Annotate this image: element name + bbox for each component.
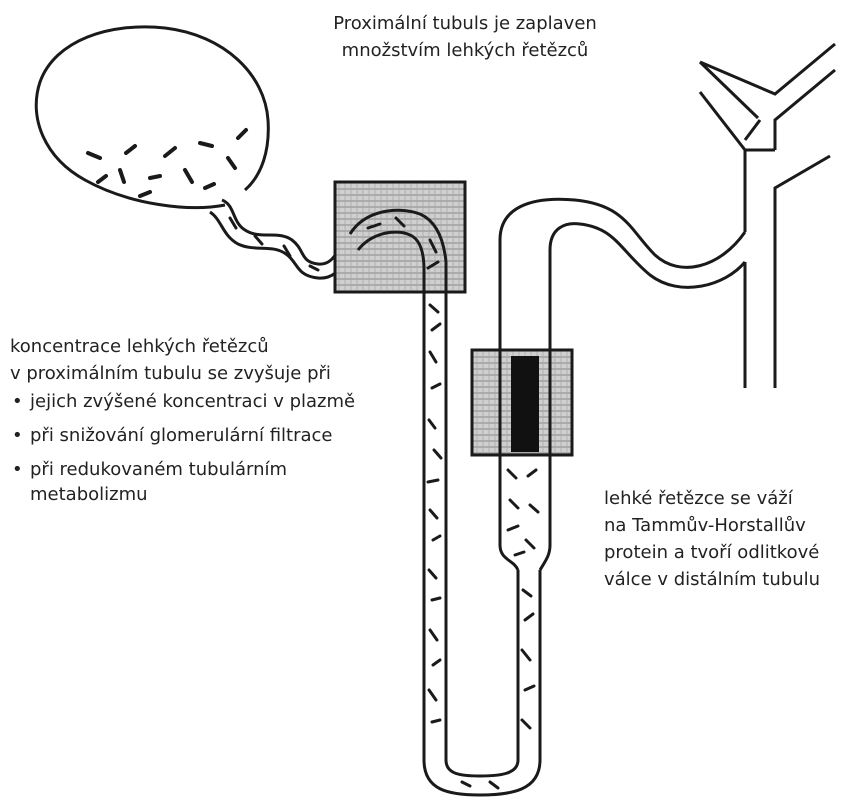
label-top-line2: množstvím lehkých řetězců bbox=[341, 40, 589, 61]
proximal-tubule-highlight-box bbox=[333, 180, 467, 294]
label-proximal-tubule-flooded: Proximální tubuls je zaplaven množstvím … bbox=[300, 10, 630, 64]
bullet-list: jejich zvýšené koncentraci v plazmě při … bbox=[10, 389, 410, 507]
label-light-chain-concentration: koncentrace lehkých řetězců v proximální… bbox=[10, 333, 410, 516]
bullet-item: jejich zvýšené koncentraci v plazmě bbox=[10, 389, 410, 414]
cast bbox=[511, 356, 539, 452]
label-right-line1: lehké řetězce se váží bbox=[604, 488, 793, 509]
descending-limb bbox=[422, 292, 448, 760]
label-left-line2: v proximálním tubulu se zvyšuje při bbox=[10, 363, 331, 384]
ascending-limb-chains bbox=[506, 468, 540, 730]
label-right-line2: na Tammův-Horstallův bbox=[604, 515, 806, 536]
ascending-limb bbox=[498, 455, 552, 760]
label-right-line4: válce v distálním tubulu bbox=[604, 569, 821, 590]
proximal-tubule-chains bbox=[228, 216, 320, 272]
proximal-tubule-start bbox=[209, 198, 360, 280]
bullet-item: při snižování glomerulární filtrace bbox=[10, 423, 410, 448]
loop-of-henle-bottom bbox=[422, 759, 542, 797]
glomerulus-capsule bbox=[34, 25, 270, 210]
descending-limb-chains bbox=[426, 303, 443, 724]
glomerulus-light-chains bbox=[86, 128, 248, 198]
label-left-line1: koncentrace lehkých řetězců bbox=[10, 336, 269, 357]
distal-tubule bbox=[498, 197, 747, 350]
label-top-line1: Proximální tubuls je zaplaven bbox=[333, 13, 597, 34]
label-cast-formation: lehké řetězce se váží na Tammův-Horstall… bbox=[604, 485, 866, 593]
proximal-tubule-loop bbox=[348, 208, 448, 292]
collecting-duct bbox=[698, 42, 836, 388]
loop-chains bbox=[366, 216, 440, 270]
label-right-line3: protein a tvoří odlitkové bbox=[604, 542, 820, 563]
bullet-item: při redukovaném tubulárním metabolizmu bbox=[10, 457, 370, 507]
